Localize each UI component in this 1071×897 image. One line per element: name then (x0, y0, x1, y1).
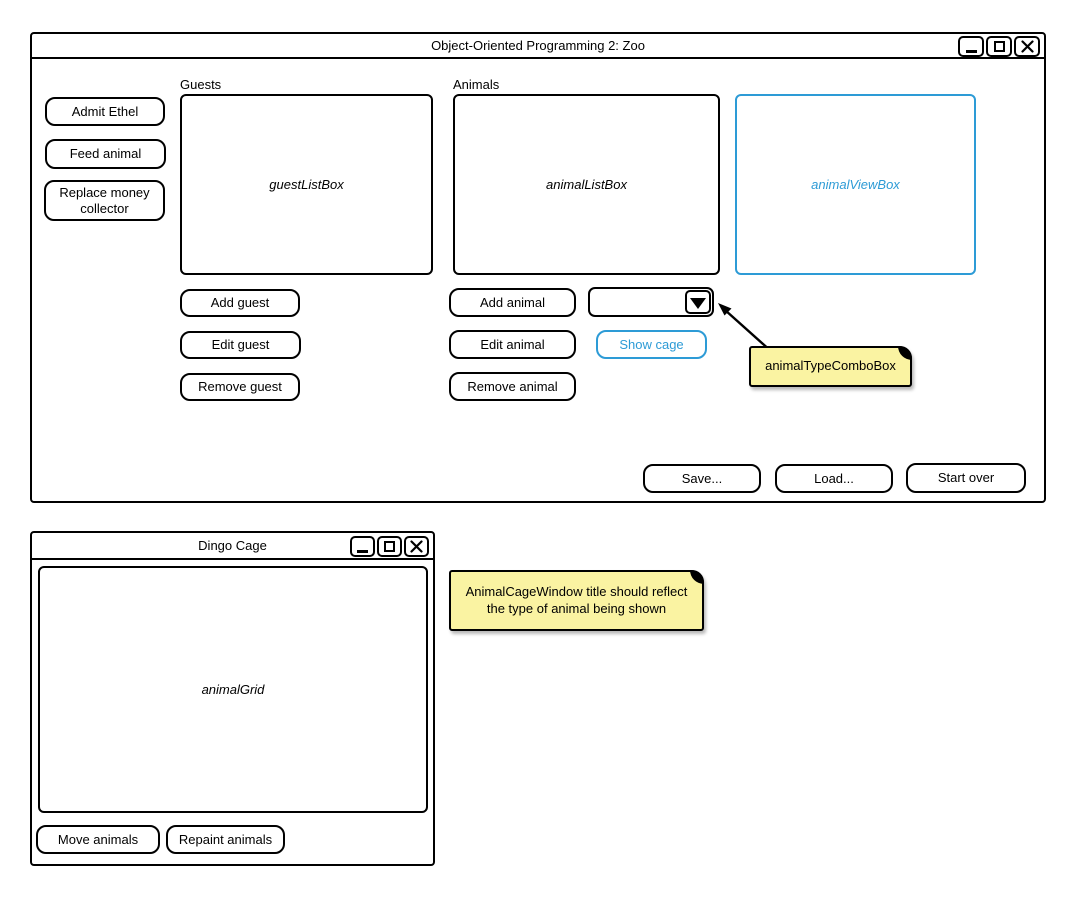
close-button[interactable] (1014, 36, 1040, 57)
move-animals-button[interactable]: Move animals (36, 825, 160, 854)
save-button[interactable]: Save... (643, 464, 761, 493)
main-window-titlebar[interactable]: Object-Oriented Programming 2: Zoo (32, 34, 1044, 59)
animal-listbox[interactable]: animalListBox (453, 94, 720, 275)
cage-window-title: Dingo Cage (198, 538, 267, 553)
close-icon (410, 540, 423, 553)
remove-animal-button[interactable]: Remove animal (449, 372, 576, 401)
maximize-button[interactable] (986, 36, 1012, 57)
edit-guest-button[interactable]: Edit guest (180, 331, 301, 359)
main-window-title: Object-Oriented Programming 2: Zoo (431, 38, 645, 53)
cage-note: AnimalCageWindow title should reflect th… (449, 570, 704, 631)
minimize-icon (965, 50, 977, 53)
cage-window-controls (350, 536, 429, 557)
cage-maximize-button[interactable] (377, 536, 402, 557)
cage-close-button[interactable] (404, 536, 429, 557)
maximize-icon (384, 541, 395, 552)
animal-listbox-label: animalListBox (546, 177, 627, 192)
combo-note: animalTypeComboBox (749, 346, 912, 387)
add-animal-button[interactable]: Add animal (449, 288, 576, 317)
close-icon (1020, 40, 1034, 53)
cage-minimize-button[interactable] (350, 536, 375, 557)
main-window: Object-Oriented Programming 2: Zoo Admit… (30, 32, 1046, 503)
animals-section-label: Animals (453, 77, 500, 92)
add-guest-button[interactable]: Add guest (180, 289, 300, 317)
admit-ethel-button[interactable]: Admit Ethel (45, 97, 165, 126)
minimize-button[interactable] (958, 36, 984, 57)
animal-type-combobox-value (598, 289, 682, 315)
combobox-dropdown-button[interactable] (685, 290, 711, 314)
cage-note-text: AnimalCageWindow title should reflect th… (465, 584, 688, 616)
dropdown-arrow-icon (690, 297, 706, 309)
animal-grid-label: animalGrid (201, 682, 265, 697)
cage-window: Dingo Cage animalGrid Move animals Repai… (30, 531, 435, 866)
animal-grid: animalGrid (38, 566, 428, 813)
replace-money-collector-button[interactable]: Replace money collector (44, 180, 165, 221)
animal-viewbox-label: animalViewBox (811, 177, 900, 192)
feed-animal-button[interactable]: Feed animal (45, 139, 166, 169)
load-button[interactable]: Load... (775, 464, 893, 493)
main-window-controls (958, 36, 1040, 57)
start-over-button[interactable]: Start over (906, 463, 1026, 493)
show-cage-button[interactable]: Show cage (596, 330, 707, 359)
minimize-icon (357, 550, 368, 553)
cage-window-titlebar[interactable]: Dingo Cage (32, 533, 433, 560)
combo-note-text: animalTypeComboBox (765, 358, 896, 374)
remove-guest-button[interactable]: Remove guest (180, 373, 300, 401)
edit-animal-button[interactable]: Edit animal (449, 330, 576, 359)
animal-viewbox: animalViewBox (735, 94, 976, 275)
repaint-animals-button[interactable]: Repaint animals (166, 825, 285, 854)
maximize-icon (993, 41, 1005, 52)
guest-listbox-label: guestListBox (269, 177, 344, 192)
animal-type-combobox[interactable] (588, 287, 714, 317)
guest-listbox[interactable]: guestListBox (180, 94, 433, 275)
guests-section-label: Guests (180, 77, 222, 92)
